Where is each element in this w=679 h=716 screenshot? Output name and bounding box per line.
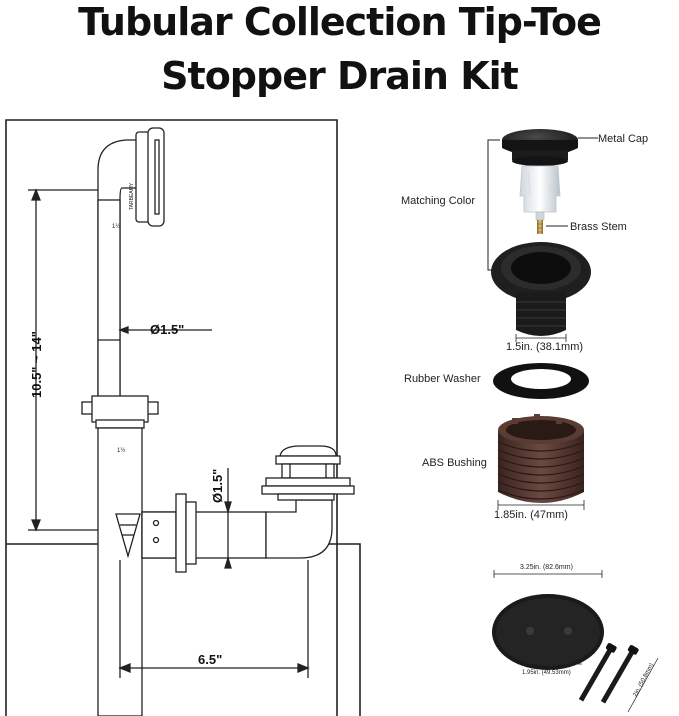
screws-part [578, 643, 639, 704]
title-line-1: Tubular Collection Tip-Toe [78, 0, 602, 44]
rubber-washer-label: Rubber Washer [404, 373, 481, 385]
elbow-stamp: TARBEAMY [129, 182, 135, 210]
width-dimension [118, 560, 310, 678]
bushing-dim-label: 1.85in. (47mm) [494, 509, 568, 521]
bushing-dim-marker [497, 500, 585, 510]
metal-cap-part [502, 129, 578, 166]
overflow-dia-dimension [118, 326, 212, 334]
plate-dim-marker [493, 570, 603, 578]
height-dimension [28, 188, 98, 532]
tub-outline [5, 119, 338, 716]
height-dim-label: 10.5" ~ 14" [29, 331, 44, 398]
slip-nut-connector [81, 395, 159, 429]
abs-bushing-part [497, 414, 585, 503]
overflow-plate-part [492, 594, 604, 670]
body-dim-marker [515, 334, 567, 342]
brass-stem-label: Brass Stem [570, 221, 627, 233]
drain-stopper-side [261, 445, 355, 501]
screw-dim-label: 2in. (50.8mm) [632, 662, 655, 697]
overflow-dia-label: Ø1.5" [150, 322, 184, 337]
stem-part [519, 165, 561, 234]
drain-dia-label: Ø1.5" [210, 469, 225, 503]
metal-cap-label: Metal Cap [598, 133, 648, 145]
pipe-mark-upper: 1½ [112, 223, 120, 230]
title-line-2: Stopper Drain Kit [161, 54, 519, 98]
body-dim-label: 1.5in. (38.1mm) [506, 341, 583, 353]
plate-dim-label: 3.25in. (82.6mm) [520, 564, 573, 571]
abs-bushing-label: ABS Bushing [422, 457, 487, 469]
screw-dim-marker [627, 657, 659, 713]
drain-dia-dimension [224, 468, 232, 569]
overflow-pipe [97, 199, 121, 401]
installation-drawing: TARBEAMY 1½ 1½ [5, 119, 361, 716]
drain-shoe [265, 499, 333, 559]
hole-dim-label: 1.95in. (49.53mm) [522, 670, 571, 676]
matching-color-label: Matching Color [401, 195, 475, 207]
width-dim-label: 6.5" [198, 652, 222, 667]
pipe-mark-lower: 1½ [117, 447, 125, 454]
rubber-washer-part [493, 363, 589, 399]
matching-color-bracket [487, 139, 500, 271]
parts-exploded-view: Metal Cap Brass Stem Matching Color [401, 129, 659, 713]
drain-body-part [491, 242, 591, 336]
